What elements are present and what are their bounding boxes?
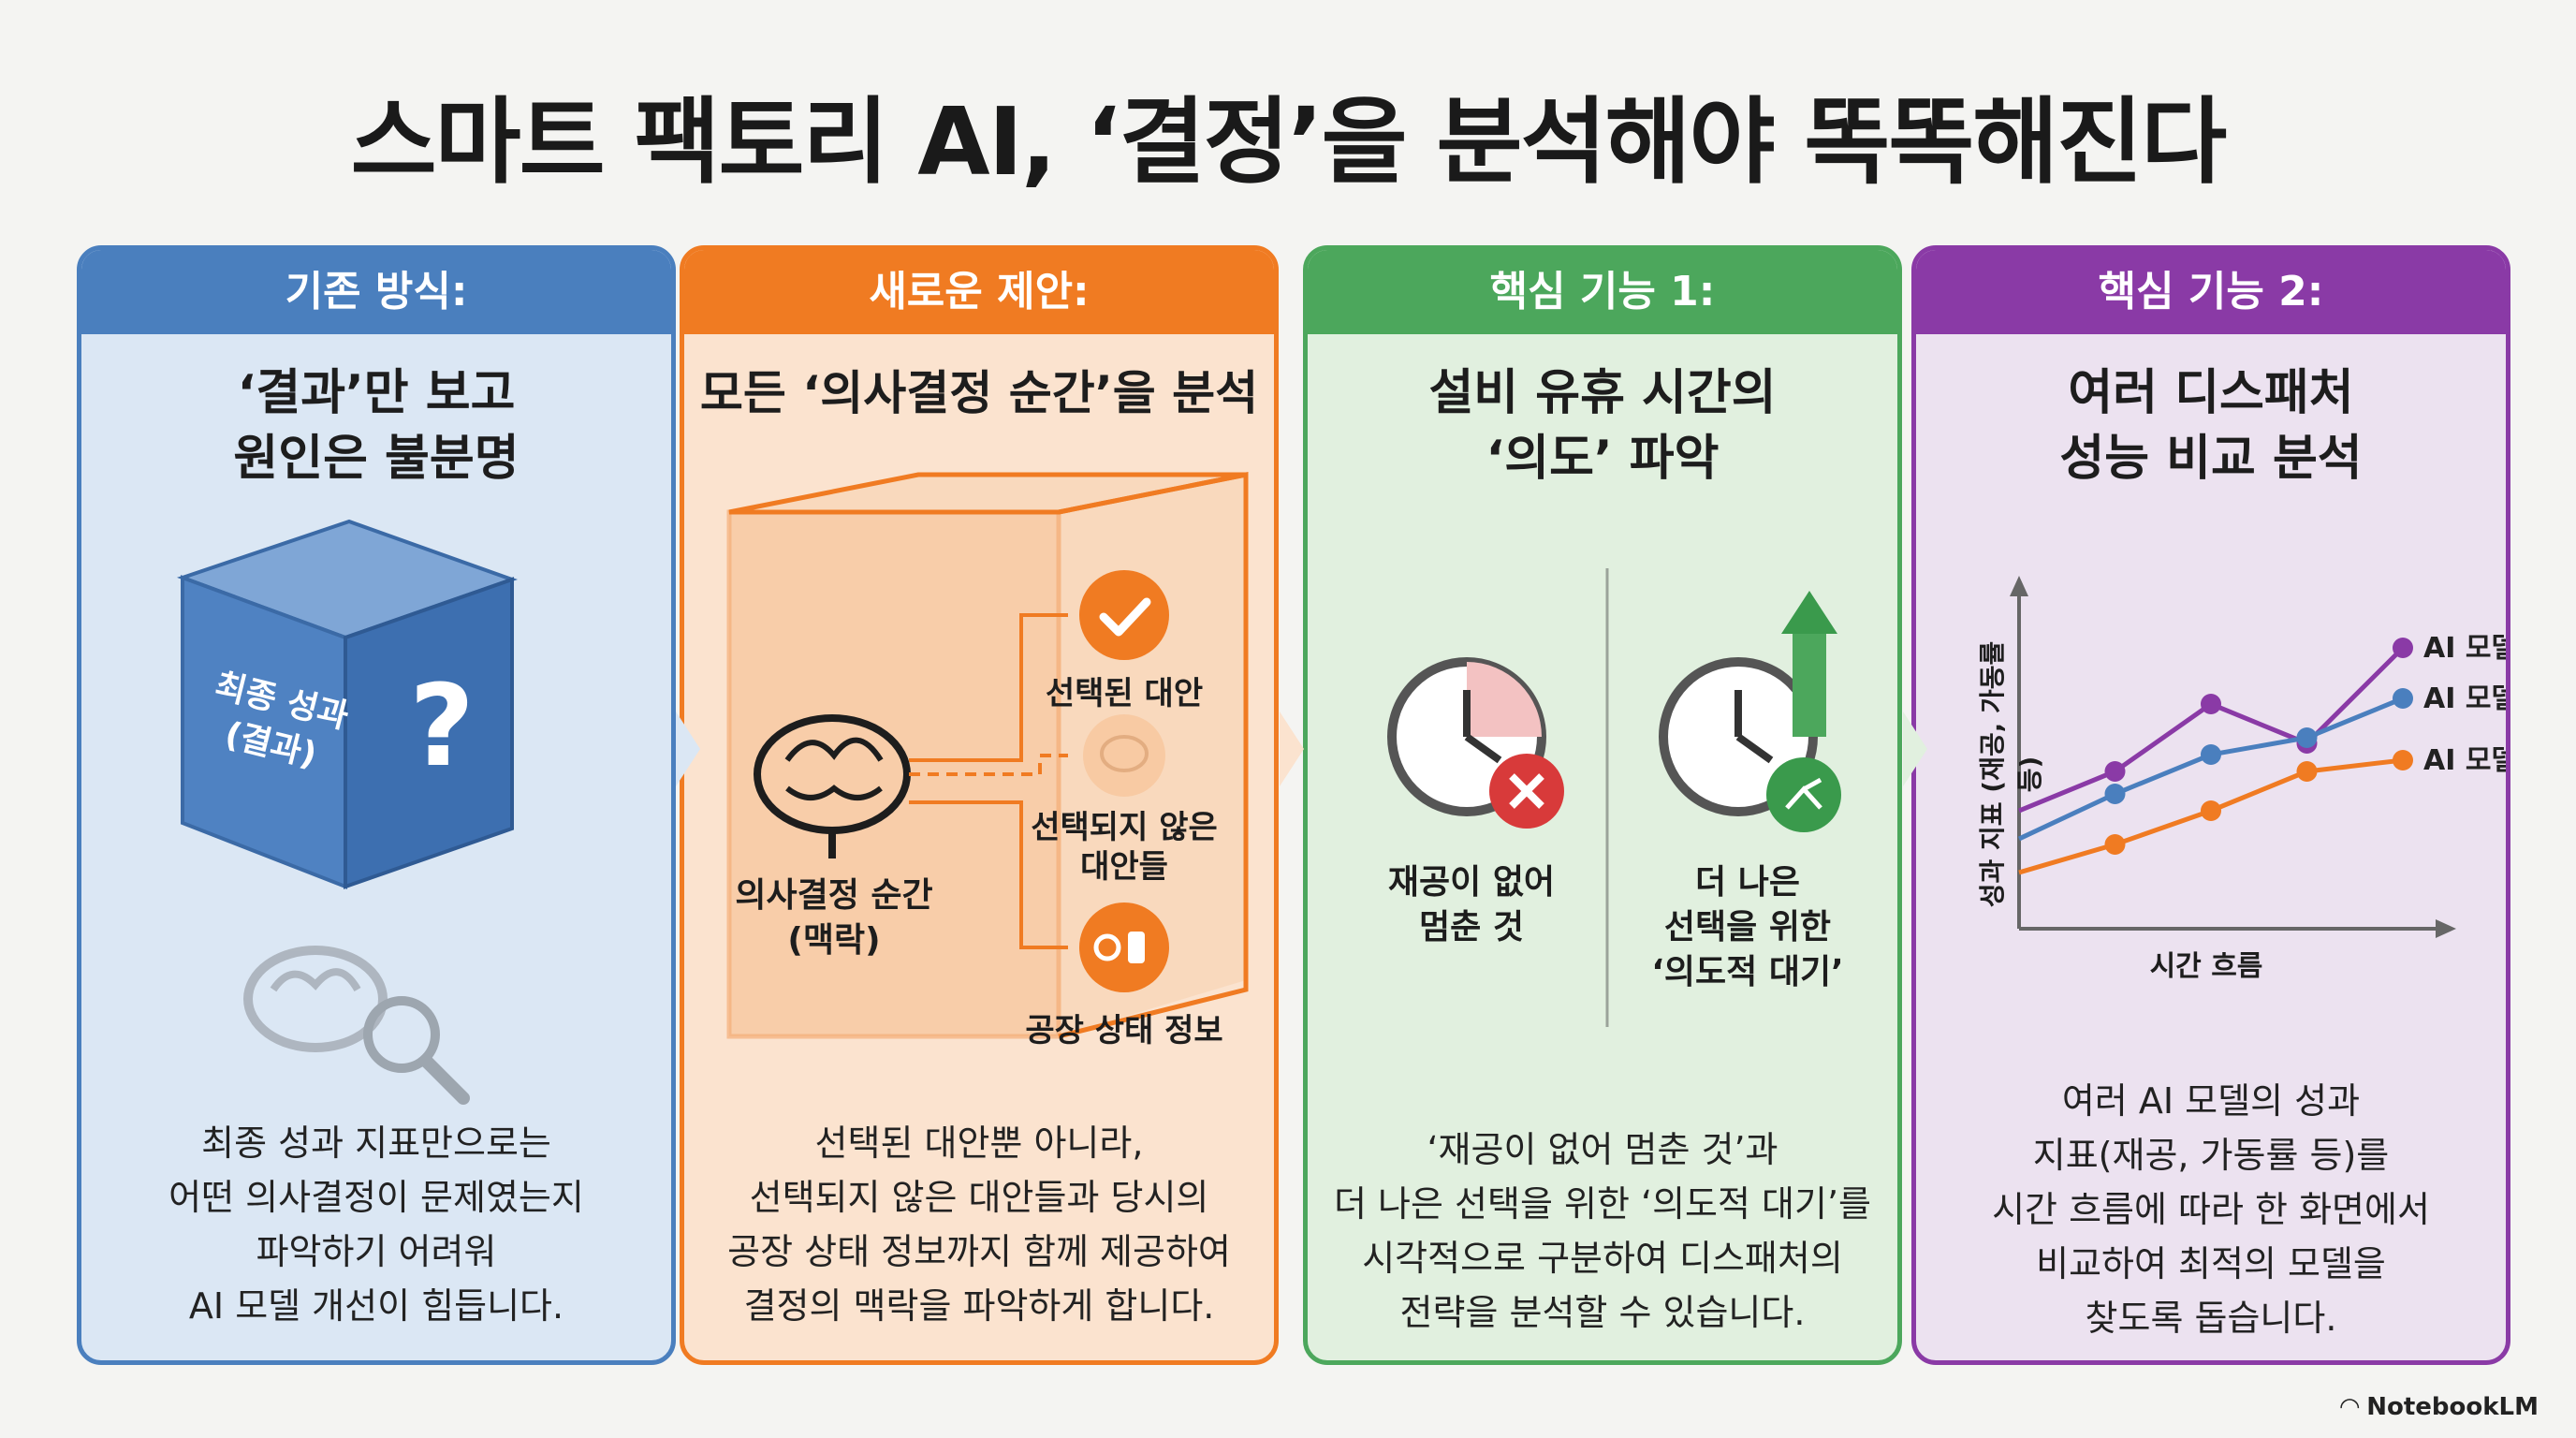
flow-arrow	[1903, 712, 1927, 786]
option-unselected-label: 선택되지 않은 대안들	[1031, 809, 1218, 886]
panel-description: 선택된 대안뿐 아니라, 선택되지 않은 대안들과 당시의 공장 상태 정보까지…	[727, 1123, 1231, 1327]
chart-xlabel: 시간 흐름	[2149, 950, 2263, 983]
legend-label: AI 모델 A	[2423, 632, 2510, 665]
data-point	[2104, 784, 2126, 804]
idle-time-illustration	[1387, 568, 1841, 1027]
option-factory-label: 공장 상태 정보	[1025, 1012, 1223, 1049]
panel-description: 최종 성과 지표만으로는 어떤 의사결정이 문제였는지 파악하기 어려워 AI …	[168, 1123, 584, 1327]
panel-subtitle: 여러 디스패처 성능 비교 분석	[2059, 365, 2363, 487]
data-point	[2393, 688, 2413, 709]
intentional-wait-label: 더 나은 선택을 위한 ‘의도적 대기’	[1651, 863, 1844, 991]
data-point	[2104, 834, 2126, 855]
data-point	[2201, 744, 2221, 765]
data-point	[2393, 750, 2413, 770]
panel-header: 핵심 기능 1:	[1308, 250, 1897, 334]
data-point	[2201, 694, 2221, 714]
legend-label: AI 모델 B	[2423, 682, 2510, 715]
notebooklm-icon: ◠	[2340, 1393, 2360, 1421]
faded-brain-icon	[1083, 714, 1165, 797]
panel-feature-1: 핵심 기능 1: 설비 유휴 시간의 ‘의도’ 파악 재공이 없어 멈춘	[1303, 245, 1902, 1365]
panel-header: 새로운 제안:	[684, 250, 1274, 334]
data-point	[2296, 761, 2318, 782]
panel-subtitle: 설비 유휴 시간의 ‘의도’ 파악	[1428, 365, 1777, 487]
panel-new-proposal: 새로운 제안: 모든 ‘의사결정 순간’을 분석 선택된 대안 선택되지 않은 …	[680, 245, 1279, 1365]
legend-label: AI 모델 C	[2423, 744, 2510, 777]
panel-feature-2: 핵심 기능 2: 여러 디스패처 성능 비교 분석 AI 모델 A AI 모델 B…	[1911, 245, 2510, 1365]
up-arrow-icon	[1781, 591, 1837, 737]
panel-header: 기존 방식:	[81, 250, 671, 334]
option-selected-label: 선택된 대안	[1045, 675, 1204, 712]
idle-label: 재공이 없어 멈춘 것	[1387, 863, 1556, 946]
flow-arrow	[676, 712, 700, 786]
panel-header: 핵심 기능 2:	[1916, 250, 2506, 334]
data-point	[2104, 761, 2126, 782]
flow-arrow	[1280, 712, 1304, 786]
panel-subtitle: ‘결과’만 보고 원인은 불분명	[233, 365, 520, 487]
check-icon	[1079, 570, 1169, 660]
brain-label: 의사결정 순간 (맥락)	[735, 876, 933, 960]
chart-ylabel: 성과 지표 (재공, 가동률 등)	[1977, 640, 2045, 908]
panel-existing-method: 기존 방식: ‘결과’만 보고 원인은 불분명 최종 성과 (결과) ? 최종 …	[77, 245, 676, 1365]
strategy-icon	[1766, 757, 1841, 832]
error-x-icon	[1489, 754, 1564, 829]
blackbox-cube-illustration	[176, 519, 519, 1105]
series-line-0	[2018, 646, 2405, 814]
brain-icon	[754, 714, 911, 858]
data-point	[2393, 638, 2413, 658]
brand-text: NotebookLM	[2366, 1393, 2539, 1421]
performance-line-chart: AI 모델 A AI 모델 B AI 모델 C	[2010, 576, 2510, 938]
panel-subtitle: 모든 ‘의사결정 순간’을 분석	[699, 366, 1259, 420]
panel-description: 여러 AI 모델의 성과 지표(재공, 가동률 등)를 시간 흐름에 따라 한 …	[1992, 1080, 2430, 1339]
question-mark-icon: ?	[409, 662, 475, 792]
factory-status-icon	[1079, 902, 1169, 992]
panel-description: ‘재공이 없어 멈춘 것’과 더 나은 선택을 위한 ‘의도적 대기’를 시각적…	[1334, 1129, 1871, 1333]
page-title: 스마트 팩토리 AI, ‘결정’을 분석해야 똑똑해진다	[350, 87, 2228, 197]
brain-magnifier-icon	[243, 946, 470, 1105]
data-point	[2296, 727, 2318, 748]
data-point	[2201, 800, 2221, 821]
brand-logo: ◠ NotebookLM	[2340, 1393, 2539, 1421]
decision-box-illustration	[726, 471, 1249, 1039]
